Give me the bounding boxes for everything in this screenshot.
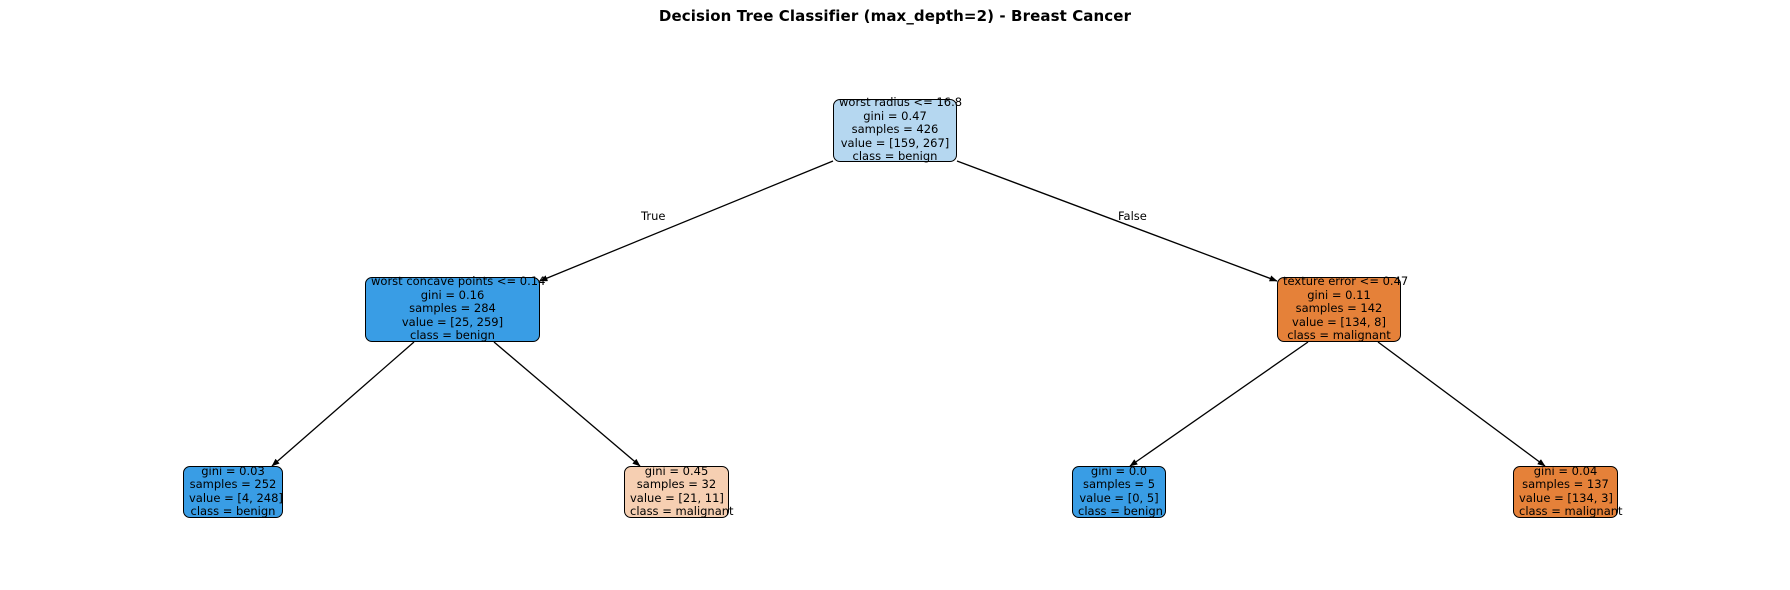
node-line: value = [4, 248] <box>189 490 283 505</box>
tree-edge-right-leaf4 <box>1377 341 1546 467</box>
node-line: value = [134, 3] <box>1519 490 1613 505</box>
node-line: worst radius <= 16.8 <box>839 95 963 110</box>
tree-node-left-split[interactable]: worst concave points <= 0.14 gini = 0.16… <box>365 274 546 343</box>
node-line: gini = 0.47 <box>863 108 927 123</box>
node-line: gini = 0.0 <box>1090 463 1148 478</box>
node-line: samples = 252 <box>189 477 277 492</box>
node-line: value = [159, 267] <box>840 135 950 150</box>
node-line: value = [0, 5] <box>1079 490 1159 505</box>
node-line: samples = 426 <box>851 122 939 137</box>
node-line: value = [25, 259] <box>401 314 504 329</box>
node-line: samples = 142 <box>1295 301 1383 316</box>
chart-title: Decision Tree Classifier (max_depth=2) -… <box>658 7 1132 25</box>
tree-edge-left-leaf2 <box>493 341 641 467</box>
node-line: value = [21, 11] <box>630 490 724 505</box>
node-line: gini = 0.16 <box>420 287 485 302</box>
node-line: gini = 0.45 <box>644 463 709 478</box>
node-line: class = malignant <box>630 503 734 518</box>
tree-edge-root-right <box>956 160 1278 282</box>
node-line: worst concave points <= 0.14 <box>371 274 546 289</box>
node-line: gini = 0.04 <box>1533 463 1598 478</box>
node-line: class = malignant <box>1287 328 1391 343</box>
node-line: samples = 32 <box>636 477 717 492</box>
node-line: class = benign <box>410 328 495 343</box>
tree-edge-root-left <box>539 160 834 282</box>
node-line: value = [134, 8] <box>1292 314 1386 329</box>
node-line: samples = 137 <box>1522 477 1609 492</box>
node-line: gini = 0.11 <box>1307 287 1371 302</box>
tree-node-leaf-3[interactable]: gini = 0.0 samples = 5 value = [0, 5] cl… <box>1072 463 1166 518</box>
node-line: gini = 0.03 <box>201 463 265 478</box>
edge-label-true: True <box>641 209 666 223</box>
node-line: samples = 284 <box>409 301 496 316</box>
tree-node-leaf-4[interactable]: gini = 0.04 samples = 137 value = [134, … <box>1513 463 1623 518</box>
node-line: class = benign <box>190 503 276 518</box>
node-line: samples = 5 <box>1082 477 1156 492</box>
tree-edge-left-leaf1 <box>271 341 415 467</box>
tree-edge-right-leaf3 <box>1129 341 1309 467</box>
node-line: class = malignant <box>1519 503 1623 518</box>
tree-node-leaf-2[interactable]: gini = 0.45 samples = 32 value = [21, 11… <box>624 463 734 518</box>
tree-node-root[interactable]: worst radius <= 16.8 gini = 0.47 samples… <box>833 95 963 164</box>
tree-node-leaf-1[interactable]: gini = 0.03 samples = 252 value = [4, 24… <box>183 463 283 518</box>
node-line: texture error <= 0.47 <box>1283 274 1409 289</box>
node-line: class = benign <box>1078 503 1163 518</box>
tree-node-right-split[interactable]: texture error <= 0.47 gini = 0.11 sample… <box>1277 274 1409 343</box>
node-line: class = benign <box>852 149 938 164</box>
edge-label-false: False <box>1118 209 1147 223</box>
